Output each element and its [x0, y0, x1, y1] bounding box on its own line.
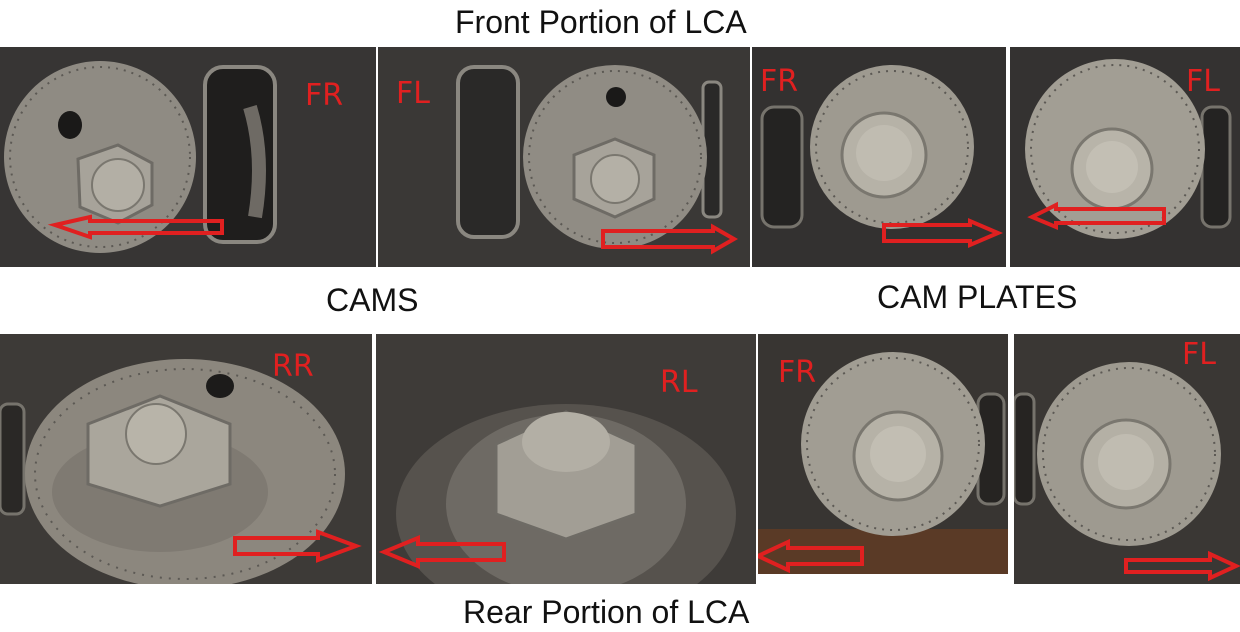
- photo-front-fr-cam: FR: [0, 47, 376, 267]
- photo-rear-rl-cam: RL: [376, 334, 756, 584]
- photo-rear-fr-plate: FR: [758, 334, 1008, 574]
- photo-rear-rr-cam: RR: [0, 334, 372, 584]
- cams-caption: CAMS: [326, 282, 419, 318]
- photo-label: FR: [305, 78, 343, 113]
- rear-portion-caption: Rear Portion of LCA: [463, 594, 750, 630]
- photo-front-fl-plate: FL: [1010, 47, 1240, 267]
- photo-label: RL: [660, 365, 698, 400]
- front-portion-caption: Front Portion of LCA: [455, 4, 747, 40]
- photo-label: FR: [760, 64, 798, 99]
- photo-front-fl-cam: FL: [378, 47, 750, 267]
- photo-label: FL: [1182, 337, 1216, 372]
- photo-rear-fl-plate: FL: [1014, 334, 1240, 584]
- photo-label: FR: [778, 355, 816, 390]
- photo-front-fr-plate: FR: [752, 47, 1006, 267]
- cam-plates-caption: CAM PLATES: [877, 279, 1078, 315]
- photo-label: FL: [396, 76, 430, 111]
- photo-label: RR: [272, 349, 314, 384]
- photo-label: FL: [1186, 64, 1220, 99]
